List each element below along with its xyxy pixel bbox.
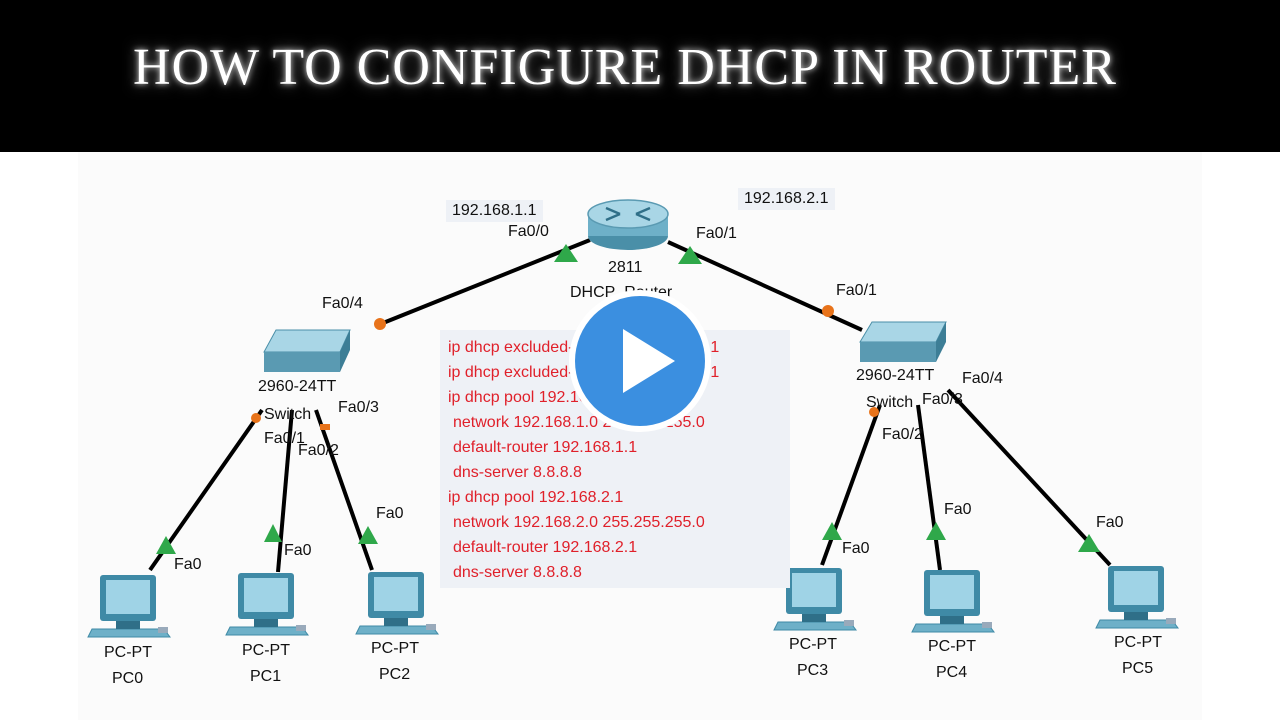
pc4-port: Fa0: [944, 501, 972, 518]
play-icon[interactable]: [623, 329, 675, 393]
switch-icon[interactable]: [859, 321, 947, 362]
pc3-type: PC-PT: [789, 636, 837, 653]
link-swl-pc1: [276, 409, 294, 573]
status-pending-icon: [869, 407, 879, 417]
status-up-icon: [156, 536, 176, 554]
config-line: network 192.168.2.0 255.255.255.0: [453, 514, 705, 531]
pc0-port: Fa0: [174, 556, 202, 573]
pc-icon[interactable]: [225, 573, 309, 636]
status-pending-icon: [251, 413, 261, 423]
pc-icon[interactable]: [1095, 566, 1179, 629]
pc4-type: PC-PT: [928, 638, 976, 655]
config-line: default-router 192.168.2.1: [453, 539, 638, 556]
pc-icon[interactable]: [911, 570, 995, 633]
switch-left-port1: Fa0/1: [264, 430, 305, 447]
pc3-name: PC3: [797, 662, 829, 679]
switch-right-port3: Fa0/3: [922, 391, 963, 408]
switch-right-port2: Fa0/2: [882, 426, 923, 443]
switch-left-model: 2960-24TT: [258, 378, 337, 395]
status-up-icon: [554, 244, 578, 262]
pc4-name: PC4: [936, 664, 968, 681]
status-up-icon: [264, 524, 282, 542]
switch-left-port3: Fa0/3: [338, 399, 379, 416]
switch-right-model: 2960-24TT: [856, 367, 935, 384]
pc1-type: PC-PT: [242, 642, 290, 659]
status-up-icon: [822, 522, 842, 540]
router-ip-left: 192.168.1.1: [446, 200, 543, 222]
router-port-right: Fa0/1: [696, 225, 737, 242]
switch-left-name: Switch: [264, 406, 312, 423]
status-up-icon: [926, 522, 946, 540]
pc5-name: PC5: [1122, 660, 1154, 677]
pc0-name: PC0: [112, 670, 144, 687]
pc5-port: Fa0: [1096, 514, 1124, 531]
status-up-icon: [678, 246, 702, 264]
switch-icon[interactable]: [263, 329, 351, 372]
link-swr-pc4: [916, 404, 942, 571]
config-line: dns-server 8.8.8.8: [453, 464, 582, 481]
link-swr-pc5: [946, 388, 1112, 567]
config-line: default-router 192.168.1.1: [453, 439, 638, 456]
link-router-switch-left: [377, 238, 591, 327]
link-router-switch-right: [667, 240, 863, 332]
config-line: ip dhcp pool 192.168.2.1: [448, 489, 624, 506]
switch-right-name: Switch: [866, 394, 914, 411]
router-model: 2811: [608, 259, 643, 276]
switch-left-port2: Fa0/2: [298, 442, 339, 459]
status-pending-icon: [374, 318, 386, 330]
status-pending-icon: [320, 424, 330, 430]
router-ip-right: 192.168.2.1: [738, 188, 835, 210]
pc3-port: Fa0: [842, 540, 870, 557]
router-port-left: Fa0/0: [508, 223, 549, 240]
play-button[interactable]: [569, 290, 711, 432]
title-banner: HOW TO CONFIGURE DHCP IN ROUTER: [0, 0, 1280, 152]
config-line: dns-server 8.8.8.8: [453, 564, 582, 581]
status-pending-icon: [822, 305, 834, 317]
pc0-type: PC-PT: [104, 644, 152, 661]
switch-right-port4: Fa0/4: [962, 370, 1003, 387]
switch-left-uplink: Fa0/4: [322, 295, 363, 312]
switch-right-uplink: Fa0/1: [836, 282, 877, 299]
router-icon[interactable]: [587, 199, 669, 250]
pc-icon[interactable]: [773, 568, 857, 631]
pc2-port: Fa0: [376, 505, 404, 522]
status-up-icon: [358, 526, 378, 544]
pc2-name: PC2: [379, 666, 411, 683]
pc-icon[interactable]: [87, 575, 171, 638]
banner-title: HOW TO CONFIGURE DHCP IN ROUTER: [133, 39, 1117, 96]
pc2-type: PC-PT: [371, 640, 419, 657]
pc1-name: PC1: [250, 668, 282, 685]
pc5-type: PC-PT: [1114, 634, 1162, 651]
pc1-port: Fa0: [284, 542, 312, 559]
link-swl-pc2: [314, 409, 374, 571]
pc-icon[interactable]: [355, 572, 439, 635]
status-up-icon: [1078, 534, 1100, 552]
play-button-circle[interactable]: [575, 296, 705, 426]
